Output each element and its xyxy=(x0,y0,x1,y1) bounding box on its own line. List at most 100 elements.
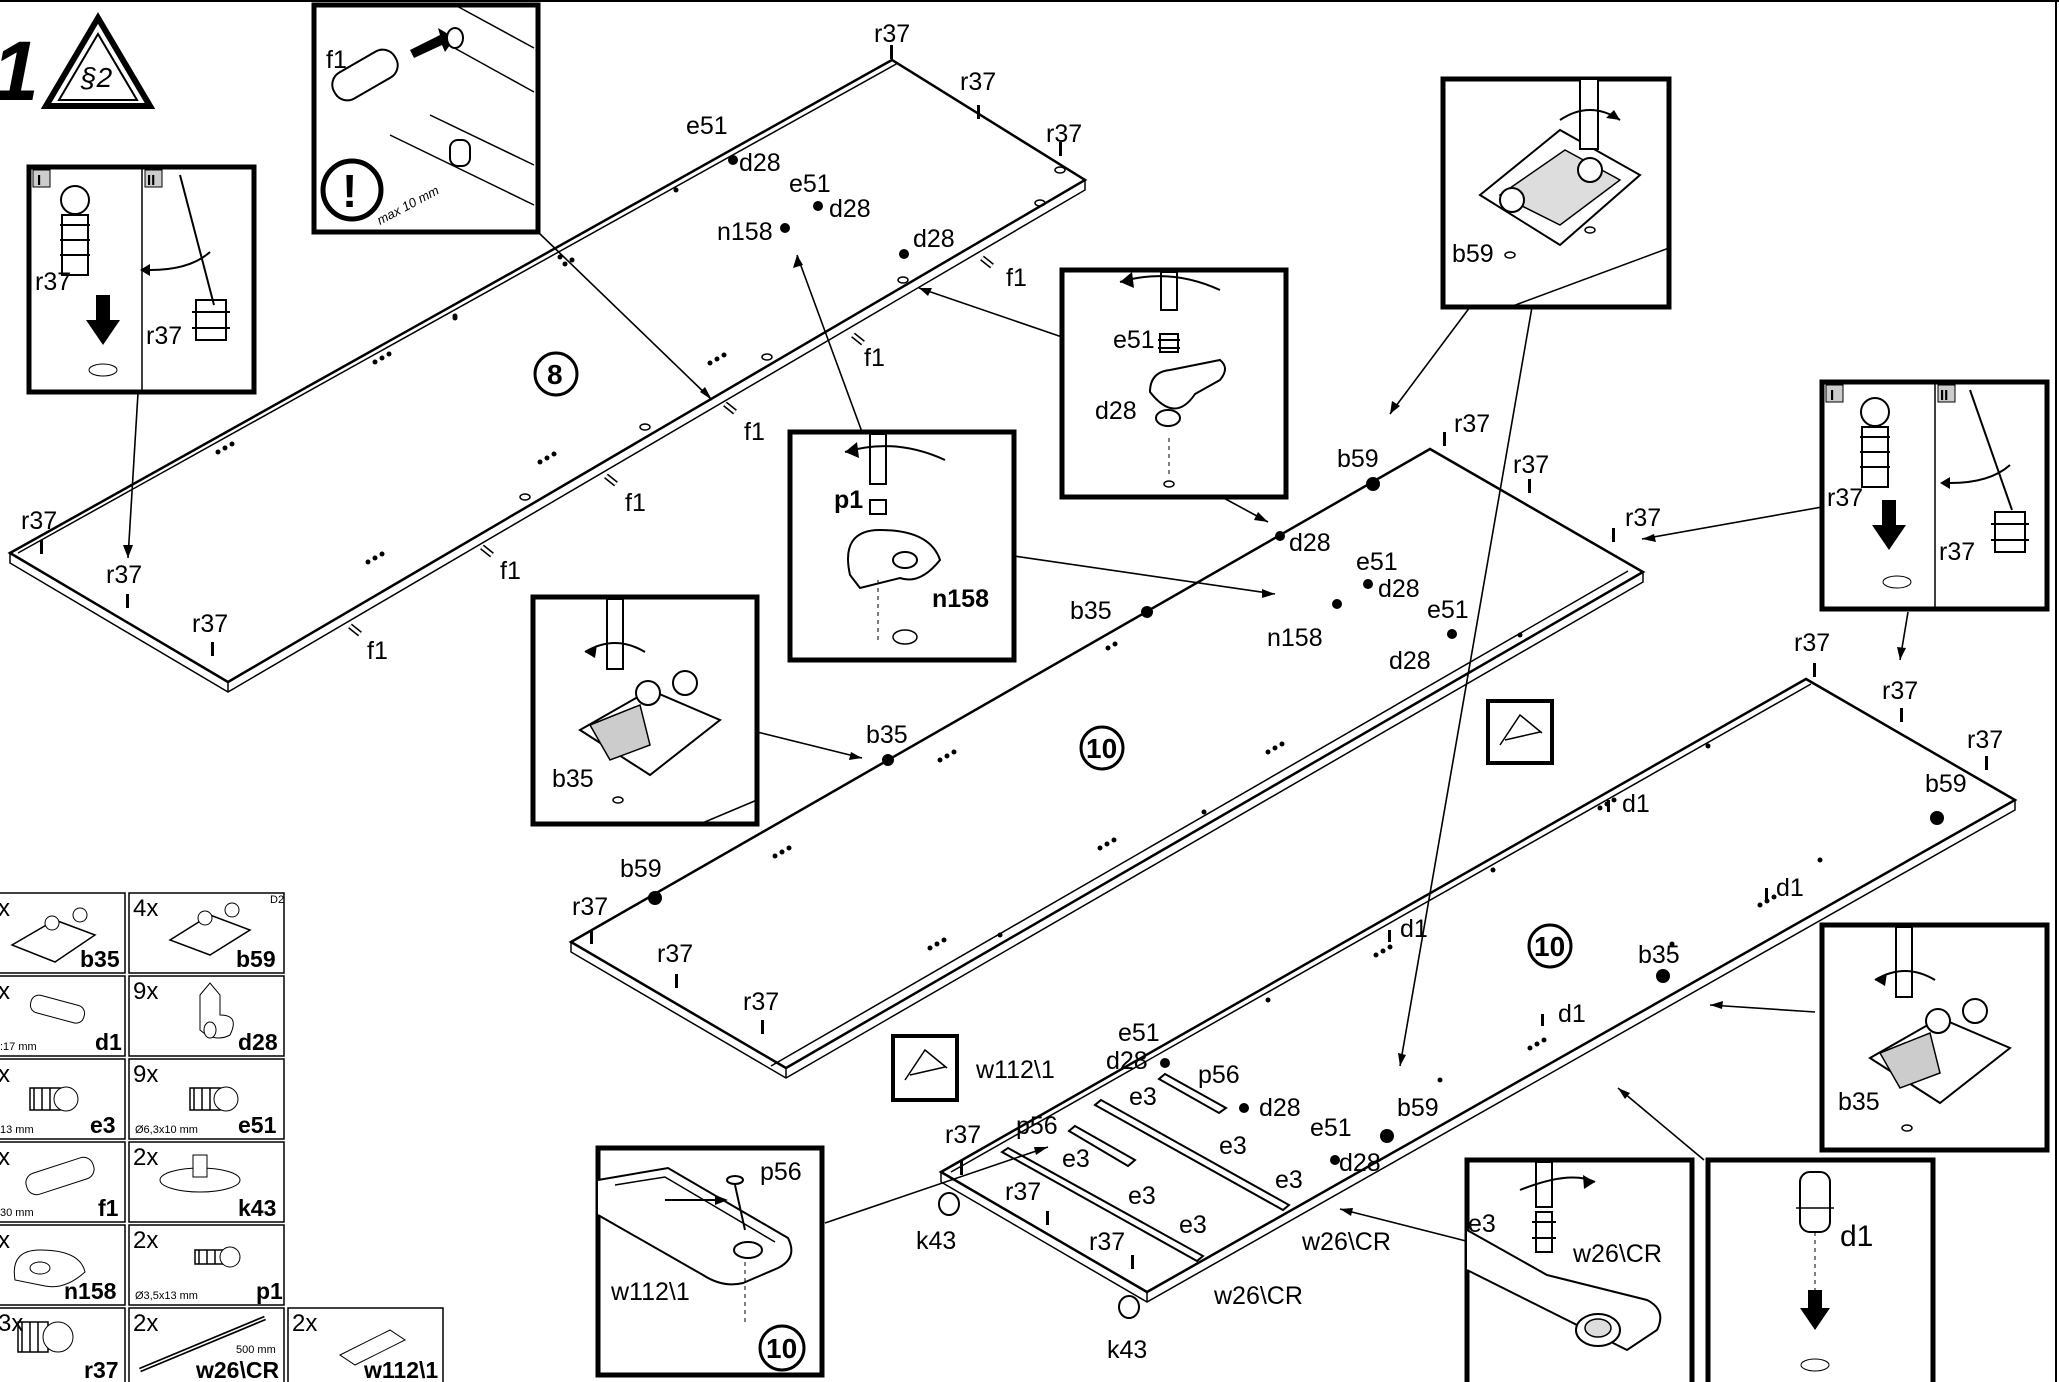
slide-direction-icon xyxy=(1486,699,1554,765)
callout-dowel-part: f1 xyxy=(326,46,347,74)
part-code-n158: n158 xyxy=(64,1278,117,1304)
part-tag-b59: D2 xyxy=(270,894,284,906)
top-board-label-d28-a: d28 xyxy=(739,149,781,177)
bottom-board-label-b59-b: b59 xyxy=(1397,1094,1439,1122)
callout-hinge-b59: b59 xyxy=(1440,76,1672,310)
callout-runner-part: w112\1 xyxy=(610,1278,690,1306)
top-board-label-r37-e: r37 xyxy=(106,561,142,589)
part-qty-k43: 2x xyxy=(133,1144,158,1171)
callout-b59-part: b59 xyxy=(1452,240,1494,268)
bottom-board-label-p56-a: p56 xyxy=(1198,1061,1240,1089)
bottom-board-label-d1-a: d1 xyxy=(1622,790,1650,818)
parts-cell-e51 xyxy=(128,1058,285,1140)
part-qty-e3: x xyxy=(0,1061,10,1088)
part-code-w112: w112\1 xyxy=(363,1357,438,1382)
cam-right-part-b: r37 xyxy=(1939,538,1975,566)
middle-board: 10 b59 r37 r37 r37 d28 e51 d28 xyxy=(568,410,1661,1079)
bottom-board-label-d28-a: d28 xyxy=(1106,1047,1148,1075)
panel-marker-10-b-label: 10 xyxy=(1534,931,1565,962)
bottom-board-label-e3-b: e3 xyxy=(1062,1145,1090,1173)
bottom-board-label-e3-f: e3 xyxy=(1179,1211,1207,1239)
part-size-w26: 500 mm xyxy=(236,1344,276,1356)
part-code-w26: w26\CR xyxy=(195,1357,279,1382)
bottom-board-label-r37-f: r37 xyxy=(1089,1228,1125,1256)
bottom-board-label-r37-d: r37 xyxy=(945,1121,981,1149)
top-board-label-f1-f: f1 xyxy=(367,637,388,665)
middle-board-label-r37-c: r37 xyxy=(1625,504,1661,532)
middle-board-label-r37-f: r37 xyxy=(743,988,779,1016)
cam-left-step-2: II xyxy=(147,172,155,189)
part-qty-w26: 2x xyxy=(133,1310,158,1337)
part-qty-d1: x xyxy=(0,978,10,1005)
bottom-board-label-r37-c: r37 xyxy=(1967,726,2003,754)
bottom-board-label-e51-a: e51 xyxy=(1118,1019,1160,1047)
part-size-p1: Ø3,5x13 mm xyxy=(135,1290,198,1302)
part-size-f1: 30 mm xyxy=(0,1207,34,1219)
bottom-board-label-p56-b: p56 xyxy=(1016,1112,1058,1140)
cam-left-part-b: r37 xyxy=(146,322,182,350)
callout-b35-mid-part: b35 xyxy=(552,765,594,793)
part-code-e51: e51 xyxy=(238,1112,277,1138)
top-board-label-f1-e: f1 xyxy=(500,557,521,585)
top-board-label-f1-d: f1 xyxy=(625,489,646,517)
top-board-label-r37-f: r37 xyxy=(192,610,228,638)
bottom-board-label-w26-a: w26\CR xyxy=(1301,1228,1391,1256)
cam-left-part-a: r37 xyxy=(35,268,71,296)
callout-clip: p1 n158 xyxy=(787,429,1017,663)
bottom-board-label-e3-c: e3 xyxy=(1219,1132,1247,1160)
part-qty-b35: x xyxy=(0,895,10,922)
middle-board-label-n158: n158 xyxy=(1267,624,1323,652)
bottom-board-label-b59-a: b59 xyxy=(1925,770,1967,798)
callout-cam-screw-right: I II r37 r37 xyxy=(1819,379,2050,612)
bottom-board-label-w26-b: w26\CR xyxy=(1213,1282,1303,1310)
part-qty-n158: x xyxy=(0,1227,10,1254)
middle-board-label-d28-c: d28 xyxy=(1389,647,1431,675)
panel-marker-10-a-label: 10 xyxy=(1086,733,1117,764)
middle-board-label-r37-e: r37 xyxy=(657,940,693,968)
step-number: 1 xyxy=(0,24,39,118)
bottom-board-label-e3-a: e3 xyxy=(1129,1083,1157,1111)
callout-hinge-b35-mid: b35 xyxy=(530,594,760,827)
part-qty-f1: x xyxy=(0,1144,10,1171)
callout-runner-panel: 10 xyxy=(766,1333,797,1364)
part-code-f1: f1 xyxy=(98,1195,119,1221)
bottom-board-label-d28-c: d28 xyxy=(1339,1149,1381,1177)
callout-cam-screw-left: I II r37 r37 xyxy=(26,164,257,395)
middle-board-label-r37-a: r37 xyxy=(1454,410,1490,438)
top-board-label-r37-b: r37 xyxy=(960,68,996,96)
top-board-label-d28-b: d28 xyxy=(829,195,871,223)
cam-left-step-1: I xyxy=(37,172,41,189)
bottom-board-label-d1-d: d1 xyxy=(1558,1000,1586,1028)
bottom-board-label-r37-a: r37 xyxy=(1794,629,1830,657)
bottom-board-label-e3-e: e3 xyxy=(1128,1182,1156,1210)
part-code-p1: p1 xyxy=(256,1278,283,1304)
callout-clip-screw: p1 xyxy=(834,486,863,514)
middle-board-label-e51-b: e51 xyxy=(1427,596,1469,624)
part-code-d28: d28 xyxy=(238,1029,278,1055)
top-board-label-f1-c: f1 xyxy=(744,418,765,446)
bottom-board: 10 xyxy=(891,629,2018,1364)
top-board-label-r37-a: r37 xyxy=(874,20,910,48)
part-qty-r37: 3x xyxy=(0,1310,23,1337)
bottom-board-label-r37-e: r37 xyxy=(1005,1178,1041,1206)
bottom-board-label-d28-b: d28 xyxy=(1259,1094,1301,1122)
part-illustrations xyxy=(10,902,406,1373)
step-header: 1 §2 xyxy=(0,12,156,118)
middle-board-label-e51-a: e51 xyxy=(1356,548,1398,576)
part-code-b35: b35 xyxy=(80,946,120,972)
part-qty-d28: 9x xyxy=(133,978,158,1005)
bottom-board-label-b35: b35 xyxy=(1638,941,1680,969)
bottom-board-label-r37-b: r37 xyxy=(1882,677,1918,705)
callout-runner: 10 p56 w112\1 xyxy=(595,1145,825,1378)
bottom-board-label-e51-b: e51 xyxy=(1310,1114,1352,1142)
top-board-label-r37-d: r37 xyxy=(21,507,57,535)
middle-board-label-r37-b: r37 xyxy=(1513,451,1549,479)
warning-icon xyxy=(320,158,384,222)
top-board-label-r37-c: r37 xyxy=(1046,120,1082,148)
parts-cell-p1 xyxy=(128,1224,285,1306)
part-code-e3: e3 xyxy=(90,1112,116,1138)
middle-board-label-b35-a: b35 xyxy=(1070,597,1112,625)
part-code-r37: r37 xyxy=(84,1357,119,1382)
top-board-label-d28-c: d28 xyxy=(913,225,955,253)
